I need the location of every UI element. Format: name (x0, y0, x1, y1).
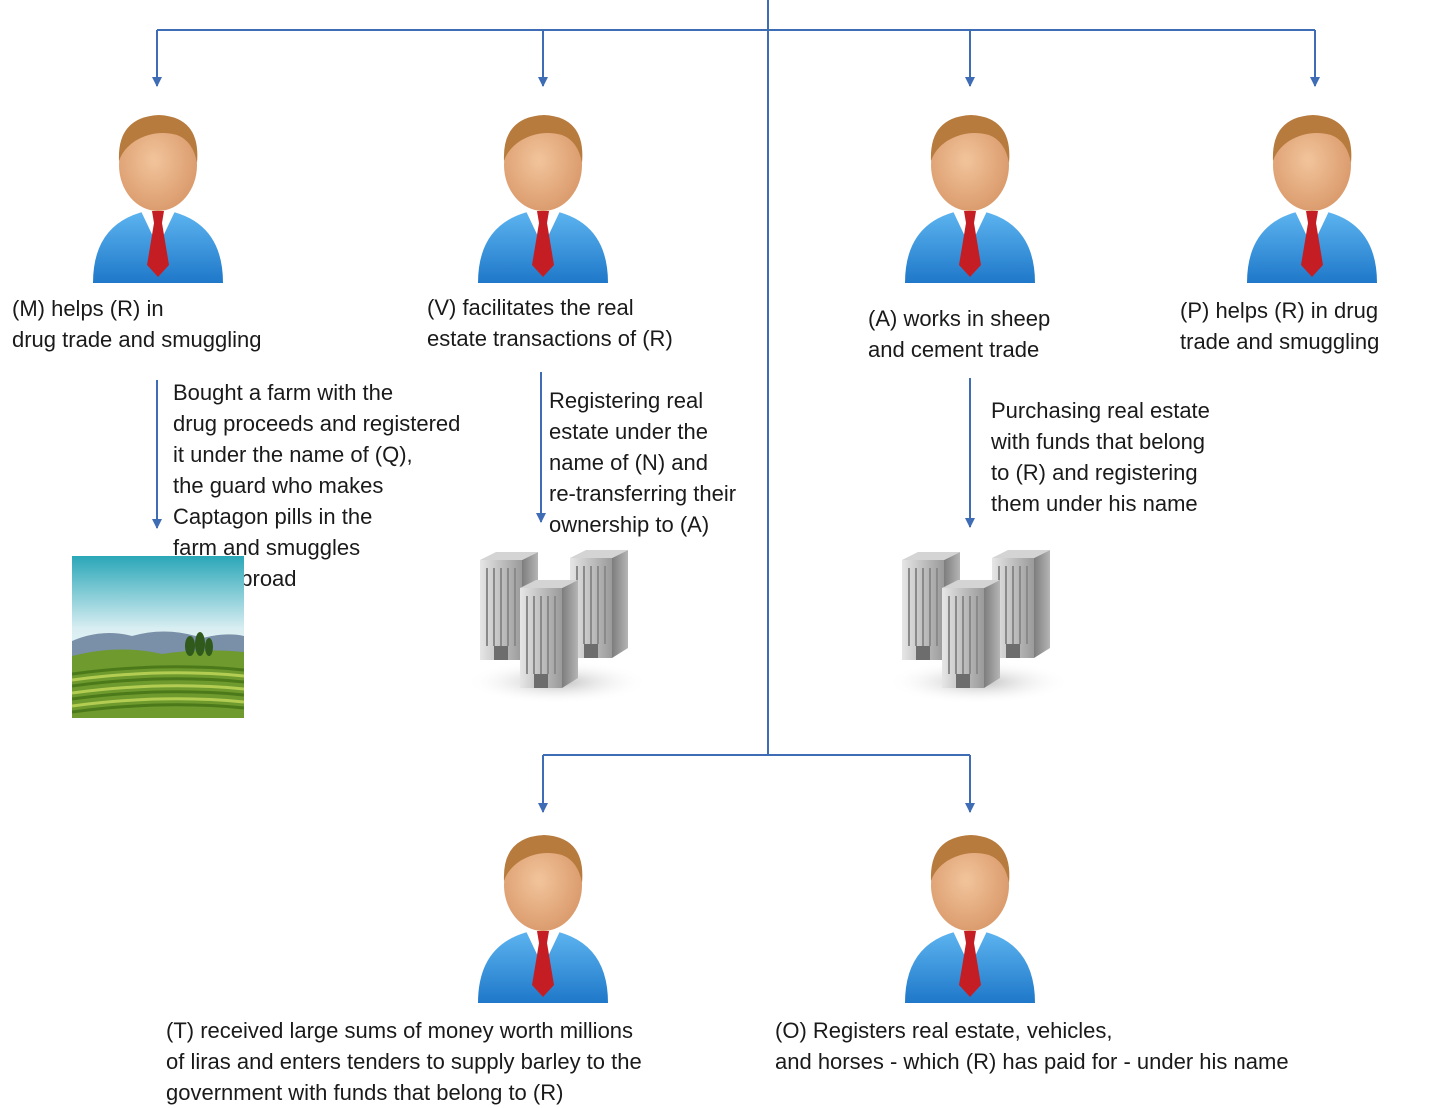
person-a-label: (A) works in sheep and cement trade (868, 306, 1051, 362)
person-icon (93, 115, 223, 283)
person-t-label: (T) received large sums of money worth m… (166, 1018, 642, 1105)
person-o-label: (O) Registers real estate, vehicles, and… (775, 1018, 1289, 1074)
office-buildings-icon (884, 532, 1074, 707)
person-icon (905, 835, 1035, 1003)
person-v-label: (V) facilitates the real estate transact… (427, 295, 673, 351)
person-p-label: (P) helps (R) in drug trade and smugglin… (1180, 298, 1380, 354)
person-icon (478, 835, 608, 1003)
person-icon (1247, 115, 1377, 283)
action-v-text: Registering real estate under the name o… (549, 388, 737, 537)
person-icon (478, 115, 608, 283)
farm-landscape-icon (72, 556, 244, 718)
action-a-text: Purchasing real estate with funds that b… (991, 398, 1210, 516)
person-icon (905, 115, 1035, 283)
office-buildings-icon (462, 532, 652, 707)
person-m-label: (M) helps (R) in drug trade and smugglin… (12, 296, 262, 352)
